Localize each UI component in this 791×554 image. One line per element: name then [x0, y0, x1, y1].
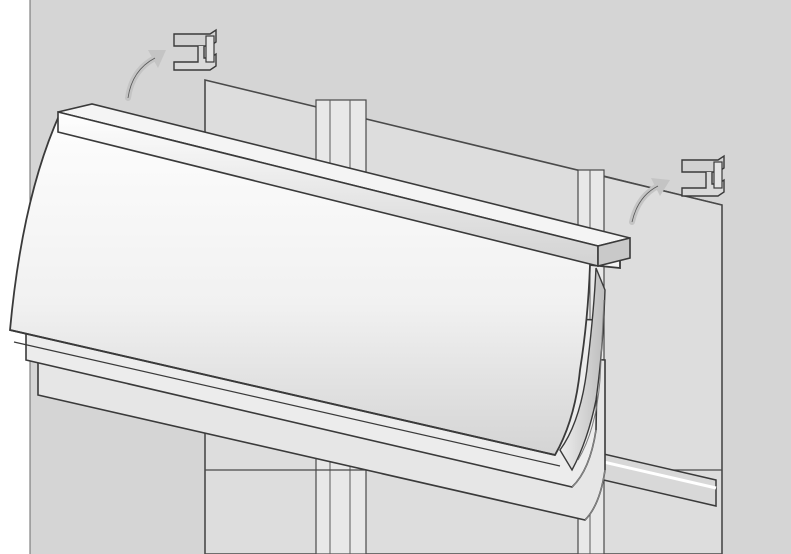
headrail-end: [597, 236, 631, 268]
mounting-bracket-icon: [173, 28, 217, 71]
curved-arrow-icon: [629, 178, 670, 225]
shade-side-fold: [559, 267, 606, 472]
curved-arrow-icon: [125, 50, 166, 101]
roman-shade: [9, 116, 621, 472]
shade-headrail: [57, 103, 631, 268]
mounting-bracket-icon: [681, 154, 725, 197]
shade-front-panel: [9, 116, 621, 457]
